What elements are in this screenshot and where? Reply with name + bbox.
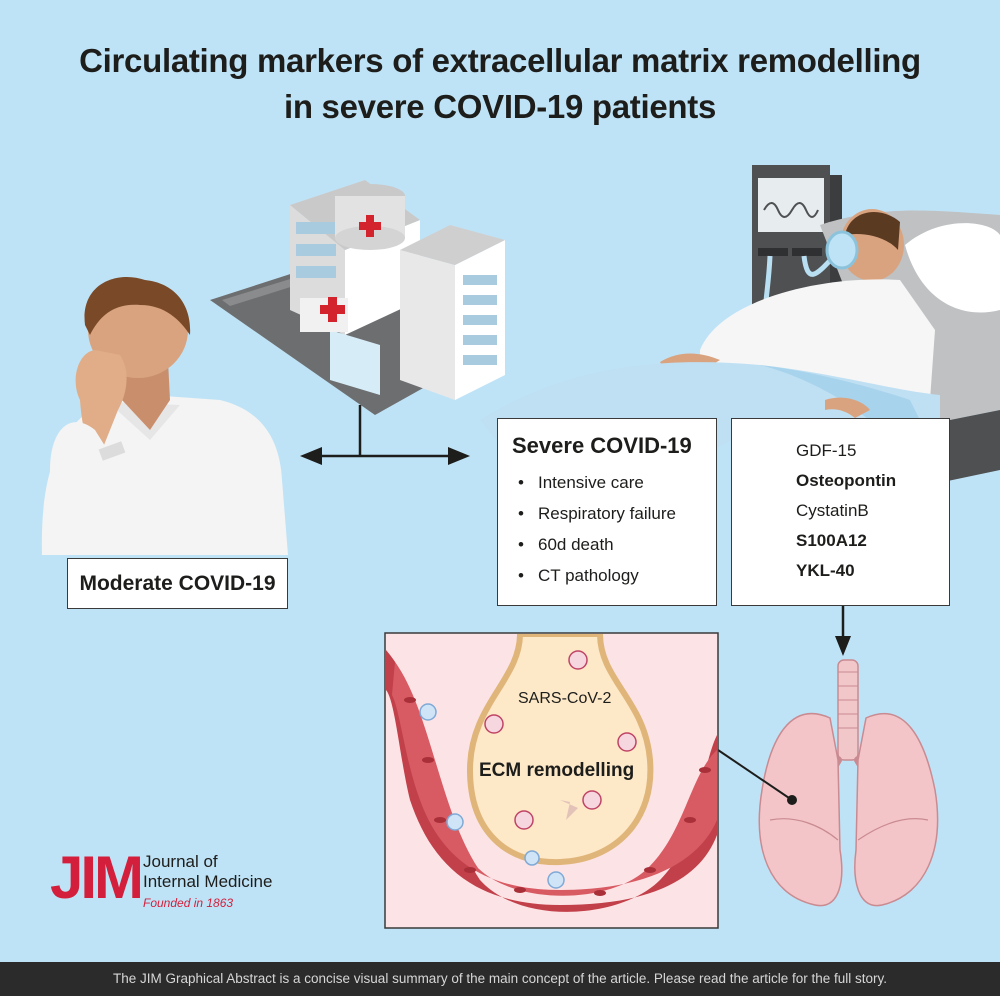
marker-cystatinb: CystatinB bbox=[796, 501, 869, 520]
footer-disclaimer: The JIM Graphical Abstract is a concise … bbox=[0, 962, 1000, 996]
journal-founded: Founded in 1863 bbox=[143, 896, 234, 910]
severe-outcome-item: Intensive care bbox=[512, 467, 716, 498]
marker-ykl40: YKL-40 bbox=[796, 561, 855, 580]
marker-osteopontin: Osteopontin bbox=[796, 471, 897, 490]
hospital-icon bbox=[210, 180, 505, 415]
jim-logo: JIM bbox=[50, 844, 144, 911]
callout-line bbox=[717, 749, 793, 801]
severe-outcome-list: Intensive care Respiratory failure 60d d… bbox=[512, 467, 716, 591]
virus-label: SARS-CoV-2 bbox=[518, 690, 612, 707]
title-line-2: in severe COVID-19 patients bbox=[283, 88, 717, 125]
alveolus-inset bbox=[384, 632, 719, 929]
ecm-remodelling-label: ECM remodelling bbox=[479, 760, 635, 781]
lungs-icon bbox=[758, 659, 939, 907]
journal-name-line-2: Internal Medicine bbox=[143, 872, 273, 891]
arrow-down-head bbox=[835, 636, 851, 656]
marker-s100a12: S100A12 bbox=[796, 531, 867, 550]
arrow-right-head bbox=[448, 447, 470, 465]
connector-arrows bbox=[318, 405, 845, 640]
patient-coughing-icon bbox=[41, 277, 288, 555]
journal-name-line-1: Journal of bbox=[143, 852, 218, 871]
severe-outcome-item: Respiratory failure bbox=[512, 498, 716, 529]
marker-gdf15: GDF-15 bbox=[796, 441, 857, 460]
arrow-left-head bbox=[300, 447, 322, 465]
markers-box: GDF-15 Osteopontin CystatinB S100A12 YKL… bbox=[731, 418, 950, 606]
severe-covid-heading: Severe COVID-19 bbox=[512, 433, 692, 458]
virus-icon bbox=[484, 650, 637, 830]
severe-covid-box: Severe COVID-19 Intensive care Respirato… bbox=[497, 418, 717, 606]
severe-outcome-item: 60d death bbox=[512, 529, 716, 560]
alveolus bbox=[466, 634, 654, 866]
journal-name: Journal of Internal Medicine bbox=[143, 852, 272, 892]
moderate-covid-box: Moderate COVID-19 bbox=[67, 558, 288, 609]
title-line-1: Circulating markers of extracellular mat… bbox=[79, 42, 921, 79]
severe-outcome-item: CT pathology bbox=[512, 560, 716, 591]
